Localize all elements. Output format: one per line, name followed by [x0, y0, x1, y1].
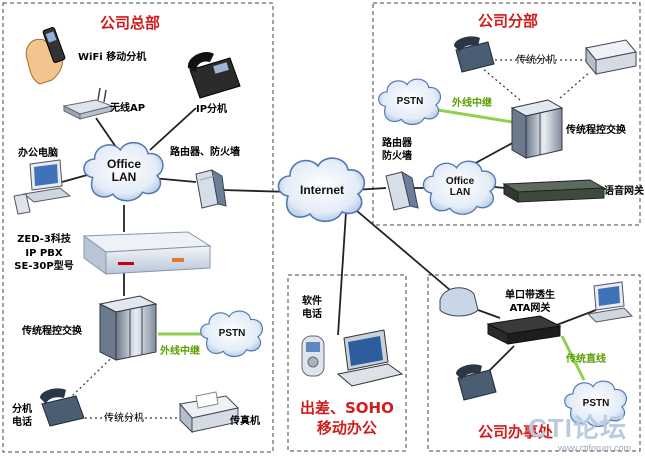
trunk-hq-label: 外线中继: [160, 346, 200, 357]
ctiforum-url: www.ctiforum.com: [557, 443, 631, 453]
softphone-label-2: 电话: [302, 309, 322, 320]
region-hq-box: [2, 2, 274, 453]
voice-gw-label: 语音网关: [604, 186, 644, 197]
pbx-model-line2: IP PBX: [25, 248, 63, 259]
router-fw-branch-label-1: 路由器: [382, 138, 412, 149]
ext-phone-hq-icon: [40, 388, 85, 427]
voice-gateway-icon: [502, 179, 606, 203]
pbx-model-line3: SE-30P型号: [14, 261, 74, 272]
office-lan-branch-label: Office LAN: [445, 176, 475, 198]
fax-label: 传真机: [230, 416, 260, 427]
router-firewall-branch-icon: [385, 170, 419, 211]
ext-phone-label-2: 电话: [12, 417, 32, 428]
trad-ext-branch-label: 传统分机: [516, 55, 556, 66]
internet-label: Internet: [299, 183, 344, 197]
ctiforum-logo: CTI论坛: [528, 413, 627, 443]
router-fw-branch-label-2: 防火墙: [382, 151, 412, 162]
trad-pbx-branch-icon: [510, 99, 564, 159]
region-branch-box: [372, 2, 641, 226]
pstn-hq-label: PSTN: [218, 328, 246, 339]
ext-phone-label-1: 分机: [12, 404, 32, 415]
wireless-ap-icon: [62, 87, 114, 120]
ip-ext-label: IP分机: [196, 104, 228, 115]
laptop-icon: [336, 329, 404, 387]
region-title-branch: 公司分部: [478, 12, 539, 30]
trad-pbx-hq-icon: [98, 295, 158, 361]
wireless-ap-label: 无线AP: [110, 103, 146, 114]
router-office-icon: [439, 287, 479, 317]
direct-line-label: 传统直线: [566, 354, 606, 365]
softphone-device-icon: [301, 335, 325, 377]
ip-phone-icon: [187, 51, 241, 99]
region-soho-box: [287, 274, 407, 452]
wifi-mobile-icon: [25, 27, 66, 85]
fax-branch-icon: [585, 39, 637, 76]
softphone-label-1: 软件: [302, 296, 322, 307]
office-lan-hq-label: Office LAN: [106, 157, 141, 185]
pbx-model-line1: ZED-3科技: [17, 234, 71, 245]
region-title-soho: 出差、SOHO 移动办公: [300, 399, 394, 438]
ata-gateway-icon: [486, 315, 562, 345]
pstn-office-label: PSTN: [582, 398, 610, 409]
trad-pbx-hq-label: 传统程控交换: [22, 326, 82, 337]
region-office-box: [427, 274, 641, 452]
office-pc-icon: [13, 159, 72, 215]
region-title-office: 公司办事处: [478, 423, 554, 441]
trunk-branch-label: 外线中继: [452, 98, 492, 109]
ata-label-1: 单口带透生: [505, 290, 555, 301]
office-pc-branch-icon: [586, 281, 634, 323]
ata-label-2: ATA网关: [509, 303, 551, 314]
ext-phone-branch-icon: [454, 36, 495, 73]
wifi-ext-label: WiFi 移动分机: [78, 52, 147, 63]
fax-hq-icon: [179, 391, 240, 434]
trad-ext-hq-label: 传统分机: [104, 413, 144, 424]
ip-pbx-device-icon: [82, 231, 212, 275]
office-pc-label: 办公电脑: [18, 148, 58, 159]
dotted-links: [71, 59, 591, 419]
ext-phone-office-icon: [456, 364, 497, 401]
router-firewall-hq-icon: [195, 169, 227, 209]
region-title-hq: 公司总部: [100, 14, 161, 32]
pstn-branch-label: PSTN: [396, 96, 424, 107]
router-fw-hq-label: 路由器、防火墙: [170, 147, 240, 158]
trad-pbx-branch-label: 传统程控交换: [566, 125, 626, 136]
